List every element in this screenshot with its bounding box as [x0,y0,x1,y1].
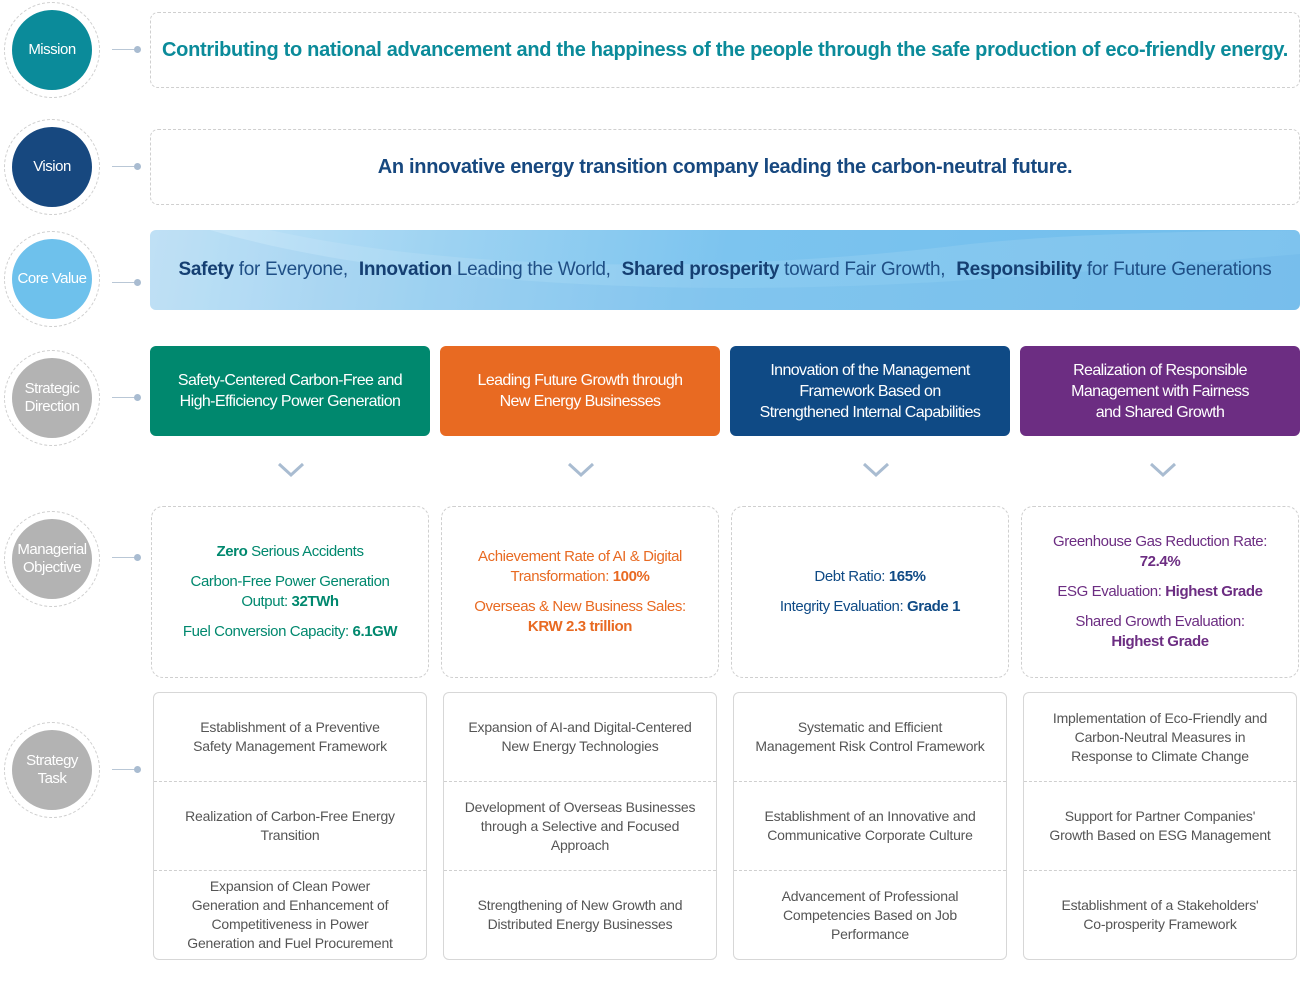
core-value-text: Safety for Everyone, Innovation Leading … [150,230,1300,310]
task-card-safety: Establishment of a Preventive Safety Man… [153,692,427,960]
objective-value: Highest Grade [1111,633,1209,650]
objective-item: ESG Evaluation: Highest Grade [1057,582,1263,602]
task-item: Expansion of AI-and Digital-Centered New… [468,719,692,754]
strategic-direction-badge: Strategic Direction [4,350,100,446]
direction-card-innovation: Innovation of the Management Framework B… [730,346,1010,436]
core-value-label: Core Value [12,239,92,319]
chevron-down-icon [277,462,305,478]
objective-item: Carbon-Free Power Generation Output: 32T… [191,572,390,612]
core-value-keyword-1: Safety [178,259,235,280]
objective-item: Fuel Conversion Capacity: 6.1GW [182,622,398,642]
objective-item: Overseas & New Business Sales: KRW 2.3 t… [474,597,686,637]
objective-card-growth: Achievement Rate of AI & Digital Transfo… [441,506,719,678]
core-value-phrase-3: toward Fair Growth, [784,259,946,280]
objective-text: Fuel Conversion Capacity: [182,623,353,640]
banner-swoosh [150,230,1300,310]
managerial-objective-connector [112,554,141,561]
objective-text: Overseas & New Business Sales: [474,598,686,615]
objective-text: Debt Ratio: [814,568,889,585]
chevron-down-icon [862,462,890,478]
objective-card-innovation: Debt Ratio: 165% Integrity Evaluation: G… [731,506,1009,678]
objective-item: Zero Serious Accidents [216,542,364,562]
core-value-phrase-1: for Everyone, [238,259,348,280]
task-item: Development of Overseas Businesses throu… [444,781,716,870]
chevron-down-icon [567,462,595,478]
task-card-growth: Expansion of AI-and Digital-Centered New… [443,692,717,960]
core-value-keyword-2: Innovation [358,259,452,280]
mission-statement: Contributing to national advancement and… [150,12,1300,88]
objective-value: 6.1GW [352,623,398,640]
core-value-keyword-4: Responsibility [956,259,1082,280]
task-item: Support for Partner Companies' Growth Ba… [1024,781,1296,870]
objective-text: Shared Growth Evaluation: [1075,613,1245,630]
objective-item: Shared Growth Evaluation: Highest Grade [1075,612,1245,652]
objective-value: 32TWh [291,593,340,610]
strategy-task-badge: Strategy Task [4,722,100,818]
strategy-task-connector [112,766,141,773]
objective-card-responsibility: Greenhouse Gas Reduction Rate: 72.4% ESG… [1021,506,1299,678]
core-value-badge: Core Value [4,231,100,327]
objective-text: Greenhouse Gas Reduction Rate: [1053,533,1267,550]
strategy-task-label: Strategy Task [12,730,92,810]
direction-card-growth: Leading Future Growth through New Energy… [440,346,720,436]
core-value-phrase-4: for Future Generations [1086,259,1272,280]
task-item: Establishment of a Preventive Safety Man… [193,719,387,754]
objective-text: Achievement Rate of AI & Digital Transfo… [478,548,682,585]
objective-item: Debt Ratio: 165% [814,567,926,587]
managerial-objective-badge: Managerial Objective [4,511,100,607]
direction-card-safety: Safety-Centered Carbon-Free and High-Eff… [150,346,430,436]
strategic-direction-label: Strategic Direction [12,358,92,438]
mission-label: Mission [12,10,92,90]
objective-text: Integrity Evaluation: [779,598,908,615]
objective-item: Integrity Evaluation: Grade 1 [779,597,961,617]
objective-text: ESG Evaluation: [1057,583,1166,600]
vision-connector [112,163,141,170]
vision-statement: An innovative energy transition company … [150,129,1300,205]
objective-value: Grade 1 [907,598,961,615]
task-item: Realization of Carbon-Free Energy Transi… [154,781,426,870]
core-value-phrase-2: Leading the World, [456,259,611,280]
objective-value: Zero [216,543,248,560]
task-item: Establishment of a Stakeholders' Co-pros… [1024,870,1296,959]
core-value-keyword-3: Shared prosperity [621,259,780,280]
objective-value: 100% [612,568,650,585]
task-item: Strengthening of New Growth and Distribu… [444,870,716,959]
objective-value: 165% [888,568,926,585]
objective-text: Carbon-Free Power Generation Output: [190,573,390,610]
objective-item: Achievement Rate of AI & Digital Transfo… [478,547,682,587]
direction-card-responsibility: Realization of Responsible Management wi… [1020,346,1300,436]
strategic-direction-connector [112,394,141,401]
objective-value: Highest Grade [1165,583,1263,600]
task-item: Implementation of Eco-Friendly and Carbo… [1052,709,1268,764]
core-value-banner: Safety for Everyone, Innovation Leading … [150,230,1300,310]
objective-card-safety: Zero Serious Accidents Carbon-Free Power… [151,506,429,678]
task-item: Systematic and Efficient Management Risk… [755,719,985,754]
objective-text: Serious Accidents [247,543,364,560]
task-card-innovation: Systematic and Efficient Management Risk… [733,692,1007,960]
vision-badge: Vision [4,119,100,215]
vision-label: Vision [12,127,92,207]
objective-item: Greenhouse Gas Reduction Rate: 72.4% [1053,532,1267,572]
task-card-responsibility: Implementation of Eco-Friendly and Carbo… [1023,692,1297,960]
task-item: Expansion of Clean Power Generation and … [154,870,426,959]
objective-value: KRW 2.3 trillion [527,618,633,635]
task-item: Establishment of an Innovative and Commu… [734,781,1006,870]
core-value-connector [112,279,141,286]
chevron-down-icon [1149,462,1177,478]
objective-value: 72.4% [1139,553,1181,570]
mission-badge: Mission [4,2,100,98]
managerial-objective-label: Managerial Objective [12,519,92,599]
mission-connector [112,46,141,53]
task-item: Advancement of Professional Competencies… [734,870,1006,959]
